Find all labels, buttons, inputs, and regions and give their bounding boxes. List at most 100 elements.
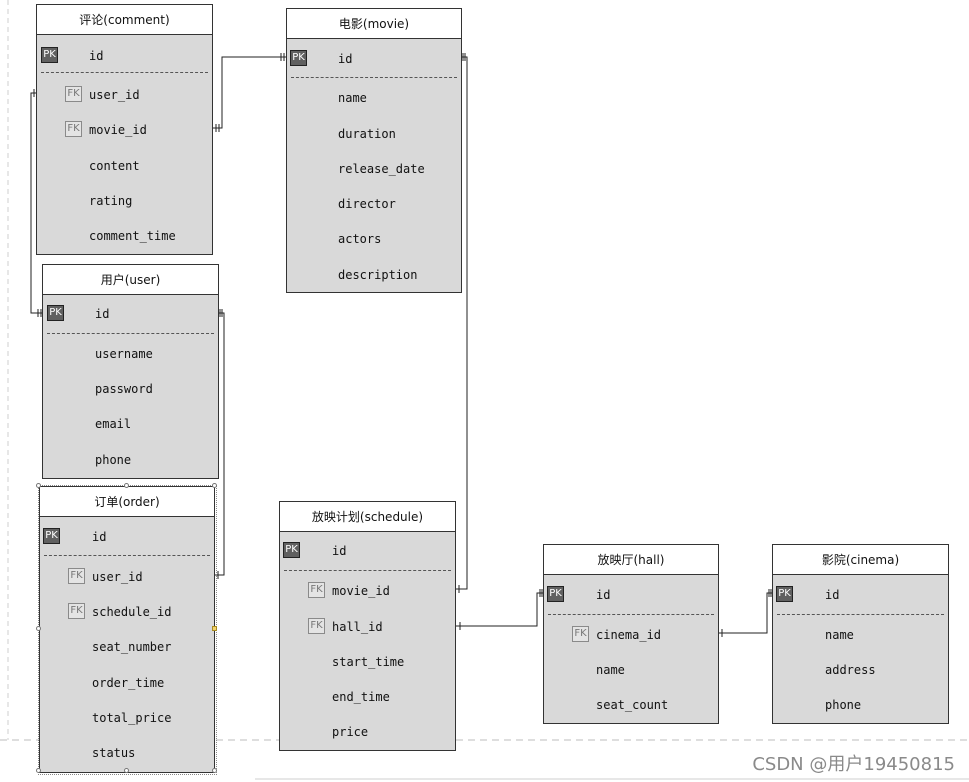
- entity-order[interactable]: 订单(order) PK id FK user_id FK schedule_i…: [39, 486, 215, 773]
- field-name: name: [338, 91, 367, 105]
- field-status[interactable]: status: [40, 744, 214, 764]
- field-cinema-id[interactable]: FK cinema_id: [544, 626, 718, 646]
- field-rating[interactable]: rating: [37, 192, 212, 212]
- field-name: phone: [825, 698, 862, 712]
- field-name: end_time: [332, 690, 390, 704]
- field-name: id: [95, 307, 110, 321]
- field-name: user_id: [92, 570, 143, 584]
- field-name: comment_time: [89, 229, 176, 243]
- field-order-time[interactable]: order_time: [40, 674, 214, 694]
- field-name: director: [338, 197, 396, 211]
- field-name: schedule_id: [92, 605, 172, 619]
- key-separator: [44, 555, 210, 556]
- resize-handle-s[interactable]: [124, 768, 129, 773]
- field-name: id: [825, 588, 840, 602]
- primary-key-icon: PK: [283, 542, 300, 558]
- field-start-time[interactable]: start_time: [280, 653, 455, 673]
- field-address[interactable]: address: [773, 661, 948, 681]
- entity-schedule[interactable]: 放映计划(schedule) PK id FK movie_id FK hall…: [279, 501, 456, 751]
- field-end-time[interactable]: end_time: [280, 688, 455, 708]
- field-password[interactable]: password: [43, 380, 218, 400]
- primary-key-icon: PK: [43, 528, 60, 544]
- field-name: movie_id: [332, 584, 390, 598]
- field-movie-id[interactable]: FK movie_id: [280, 582, 455, 602]
- resize-handle-se[interactable]: [212, 768, 217, 773]
- key-separator: [284, 570, 451, 571]
- field-name-col[interactable]: name: [773, 626, 948, 646]
- field-name: id: [338, 52, 353, 66]
- field-name: status: [92, 746, 136, 760]
- watermark: CSDN @用户19450815: [752, 754, 955, 775]
- field-phone[interactable]: phone: [773, 696, 948, 716]
- field-user-id[interactable]: FK user_id: [40, 568, 214, 588]
- field-id[interactable]: PK id: [40, 528, 214, 548]
- foreign-key-icon: FK: [65, 121, 82, 137]
- field-name: order_time: [92, 676, 165, 690]
- field-description[interactable]: description: [287, 266, 461, 286]
- field-name: cinema_id: [596, 628, 662, 642]
- field-name: username: [95, 347, 153, 361]
- entity-cinema[interactable]: 影院(cinema) PK id name address phone: [772, 544, 949, 724]
- field-name-col[interactable]: name: [544, 661, 718, 681]
- field-id[interactable]: PK id: [280, 542, 455, 562]
- field-name: id: [89, 49, 104, 63]
- resize-handle-sw[interactable]: [36, 768, 41, 773]
- field-id[interactable]: PK id: [773, 586, 948, 606]
- field-content[interactable]: content: [37, 157, 212, 177]
- field-director[interactable]: director: [287, 195, 461, 215]
- field-id[interactable]: PK id: [37, 47, 212, 67]
- field-name: content: [89, 159, 140, 173]
- entity-title: 影院(cinema): [773, 545, 948, 575]
- field-schedule-id[interactable]: FK schedule_id: [40, 603, 214, 623]
- primary-key-icon: PK: [547, 586, 564, 602]
- resize-handle-w[interactable]: [36, 626, 41, 631]
- field-duration[interactable]: duration: [287, 125, 461, 145]
- field-name: hall_id: [332, 620, 383, 634]
- entity-title: 用户(user): [43, 265, 218, 295]
- entity-hall[interactable]: 放映厅(hall) PK id FK cinema_id name seat_c…: [543, 544, 719, 724]
- key-separator: [41, 72, 208, 73]
- foreign-key-icon: FK: [68, 568, 85, 584]
- field-name: id: [596, 588, 611, 602]
- field-id[interactable]: PK id: [287, 50, 461, 70]
- field-movie-id[interactable]: FK movie_id: [37, 121, 212, 141]
- link-schedule-movie: [456, 56, 468, 590]
- field-name-col[interactable]: name: [287, 89, 461, 109]
- field-username[interactable]: username: [43, 345, 218, 365]
- field-name: user_id: [89, 88, 140, 102]
- field-name: name: [596, 663, 625, 677]
- field-name: rating: [89, 194, 133, 208]
- primary-key-icon: PK: [290, 50, 307, 66]
- field-actors[interactable]: actors: [287, 230, 461, 250]
- entity-user[interactable]: 用户(user) PK id username password email p…: [42, 264, 219, 479]
- field-id[interactable]: PK id: [544, 586, 718, 606]
- resize-handle-n[interactable]: [124, 483, 129, 488]
- field-user-id[interactable]: FK user_id: [37, 86, 212, 106]
- primary-key-icon: PK: [776, 586, 793, 602]
- resize-handle-e[interactable]: [212, 626, 217, 631]
- field-seat-count[interactable]: seat_count: [544, 696, 718, 716]
- primary-key-icon: PK: [41, 47, 58, 63]
- key-separator: [291, 77, 457, 78]
- field-hall-id[interactable]: FK hall_id: [280, 618, 455, 638]
- field-name: seat_number: [92, 640, 172, 654]
- entity-comment[interactable]: 评论(comment) PK id FK user_id FK movie_id…: [36, 4, 213, 255]
- key-separator: [548, 614, 714, 615]
- entity-title: 订单(order): [40, 487, 214, 517]
- field-seat-number[interactable]: seat_number: [40, 638, 214, 658]
- resize-handle-nw[interactable]: [36, 483, 41, 488]
- field-release-date[interactable]: release_date: [287, 160, 461, 180]
- field-name: release_date: [338, 162, 425, 176]
- field-phone[interactable]: phone: [43, 451, 218, 471]
- field-total-price[interactable]: total_price: [40, 709, 214, 729]
- field-comment-time[interactable]: comment_time: [37, 227, 212, 247]
- field-price[interactable]: price: [280, 723, 455, 743]
- field-id[interactable]: PK id: [43, 305, 218, 325]
- primary-key-icon: PK: [47, 305, 64, 321]
- entity-title: 评论(comment): [37, 5, 212, 35]
- resize-handle-ne[interactable]: [212, 483, 217, 488]
- field-name: start_time: [332, 655, 405, 669]
- field-email[interactable]: email: [43, 415, 218, 435]
- entity-movie[interactable]: 电影(movie) PK id name duration release_da…: [286, 8, 462, 293]
